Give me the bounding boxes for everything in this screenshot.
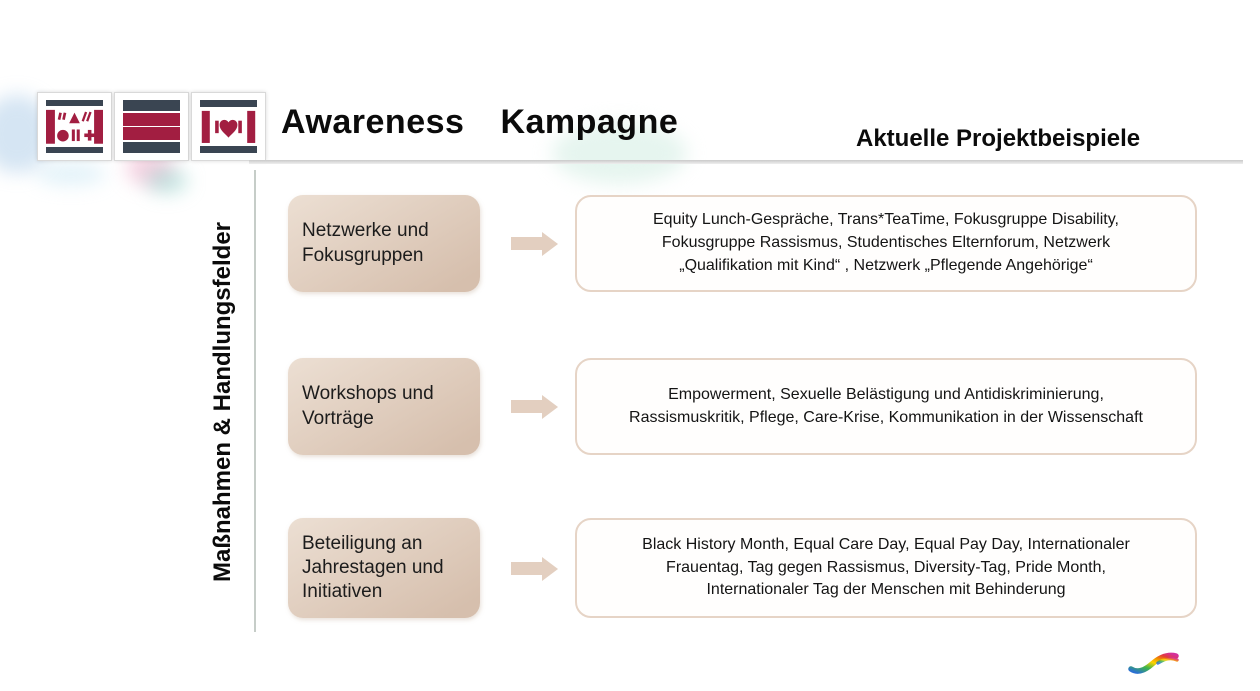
logo-tile-equality-bars — [114, 92, 189, 161]
logo-row — [37, 92, 266, 161]
logo-tile-heart — [191, 92, 266, 161]
logo-tile-pictograms — [37, 92, 112, 161]
dark-bar — [46, 147, 103, 153]
category-box: Beteiligung an Jahrestagen und Initiativ… — [288, 518, 480, 618]
examples-text: Black History Month, Equal Care Day, Equ… — [642, 535, 1130, 599]
right-block-arrow-icon — [511, 237, 542, 250]
dark-bar — [200, 100, 257, 107]
right-heading: Aktuelle Projektbeispiele — [856, 125, 1141, 152]
examples-text: Equity Lunch-Gespräche, Trans*TeaTime, F… — [653, 211, 1119, 274]
category-label: Beteiligung an Jahrestagen und Initiativ… — [302, 532, 444, 603]
page-title-word: Awareness — [281, 103, 465, 141]
page-title-word: Kampagne — [500, 103, 679, 141]
examples-box: Black History Month, Equal Care Day, Equ… — [575, 518, 1197, 618]
dark-bar — [123, 100, 180, 111]
pictogram-shapes-icon — [46, 109, 103, 145]
dark-bar — [123, 141, 180, 153]
equality-bars-icon — [123, 112, 180, 126]
dark-bar — [46, 100, 103, 106]
header-divider-line — [249, 160, 1243, 164]
equality-bars-icon — [123, 127, 180, 141]
background-blob — [36, 163, 106, 185]
examples-box: Empowerment, Sexuelle Belästigung und An… — [575, 358, 1197, 455]
right-block-arrow-icon — [511, 400, 542, 413]
category-box: Workshops und Vorträge — [288, 358, 480, 455]
rainbow-swoosh-icon — [1128, 647, 1180, 675]
i-heart-i-icon — [200, 110, 257, 144]
background-blob — [552, 122, 687, 184]
category-label: Netzwerke und Fokusgruppen — [302, 220, 429, 266]
vertical-axis-label: Maßnahmen & Handlungsfelder — [209, 221, 236, 583]
category-box: Netzwerke und Fokusgruppen — [288, 195, 480, 292]
page-title: Awareness Kampagne — [281, 103, 678, 142]
category-label: Workshops und Vorträge — [302, 383, 434, 429]
right-block-arrow-icon — [511, 562, 542, 575]
background-blob — [146, 168, 188, 194]
examples-text: Empowerment, Sexuelle Belästigung und An… — [629, 385, 1143, 426]
examples-box: Equity Lunch-Gespräche, Trans*TeaTime, F… — [575, 195, 1197, 292]
left-divider-line — [254, 170, 256, 632]
dark-bar — [200, 146, 257, 153]
